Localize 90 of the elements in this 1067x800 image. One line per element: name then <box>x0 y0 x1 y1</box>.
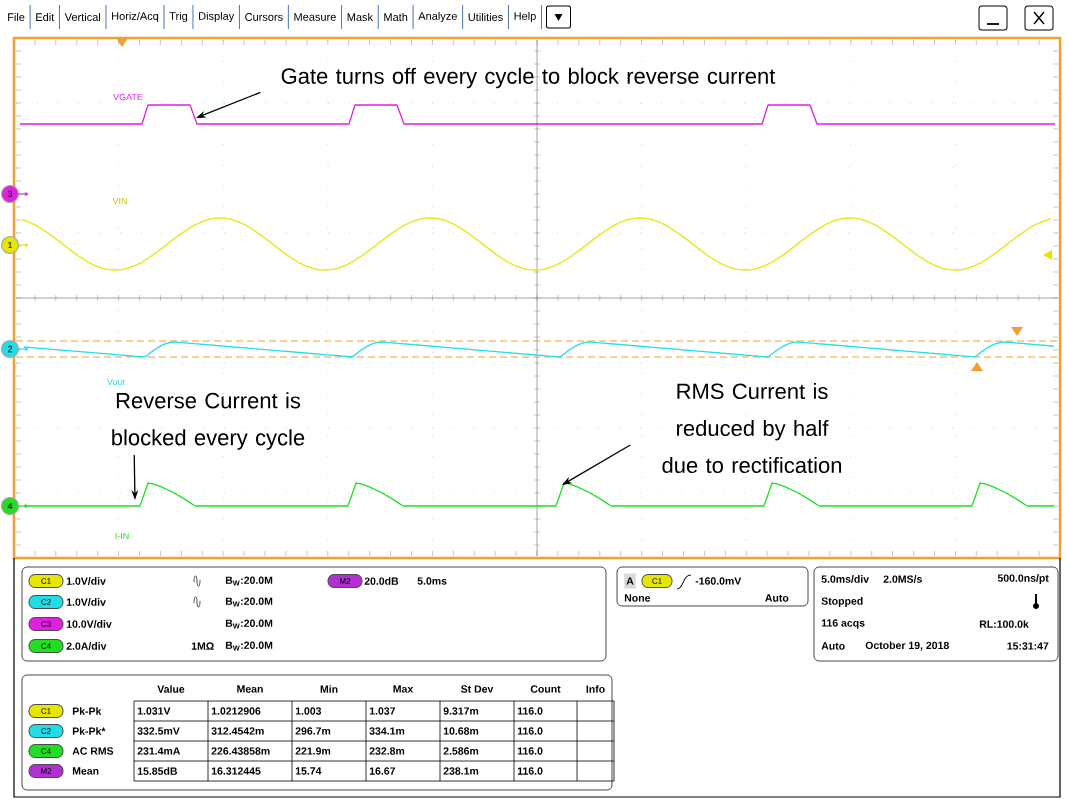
measurement-value: 16.67 <box>369 767 395 775</box>
measurement-name: Mean <box>72 767 99 775</box>
menu-item: Math <box>384 12 408 22</box>
measurement-name: AC RMS <box>72 747 114 755</box>
acquisition-info: RL:100.0k <box>979 620 1029 628</box>
acquisition-info: 500.0ns/pt <box>997 574 1049 584</box>
trigger-setting: Auto <box>765 594 789 602</box>
menu-item: Vertical <box>64 12 100 22</box>
measurement-value: 116.0 <box>517 727 543 735</box>
measurement-name: Pk-Pk* <box>72 727 106 735</box>
setting-value: B$_{W}$:20.0M <box>225 619 273 629</box>
trigger-source-label: A <box>624 573 636 589</box>
channel-label: VIN <box>112 197 127 205</box>
measurement-value: 334.1m <box>369 727 405 735</box>
channel-badge: M2 <box>28 764 64 778</box>
trigger-setting: -160.0mV <box>695 577 742 585</box>
column-header: Mean <box>237 685 263 693</box>
column-header: St Dev <box>460 685 494 693</box>
measurement-value: 296.7m <box>295 727 331 735</box>
menu-item: Analyze <box>418 11 457 23</box>
measurement-value: 1.003 <box>295 707 322 715</box>
menu-item: Utilities <box>468 12 503 22</box>
measurement-value: 238.1m <box>443 767 479 775</box>
setting-value: B$_{W}$:20.0M <box>225 641 273 651</box>
measurement-value: 332.5mV <box>137 727 180 735</box>
menu-item: Display <box>199 11 235 23</box>
setting-value: B$_{W}$:20.0M <box>225 576 273 586</box>
column-header: Count <box>530 685 561 693</box>
menu-item: File <box>8 12 25 22</box>
channel-label: I-IN <box>115 532 129 540</box>
acquisition-info: Stopped <box>821 597 863 607</box>
setting-value: 2.0A/div <box>66 642 107 650</box>
channel-badge: M2 <box>327 574 363 588</box>
menu-item: Trig <box>169 11 188 23</box>
annotation-text: Gate turns off every cycle to block reverse current <box>281 67 776 89</box>
channel-badge: C4 <box>28 744 64 758</box>
acquisition-info: Auto <box>821 642 845 650</box>
measurement-value: 232.8m <box>369 747 405 755</box>
measurement-name: Pk-Pk <box>72 707 102 715</box>
annotation-text: Reverse Current is blocked every cycle <box>112 392 305 450</box>
menu-item: Cursors <box>245 13 283 21</box>
measurement-value: 9.317m <box>443 707 479 715</box>
measurement-value: 231.4mA <box>137 747 181 755</box>
waveform <box>23 482 1055 507</box>
setting-value: 1MΩ <box>191 642 214 650</box>
acquisition-info: October 19, 2018 <box>865 641 949 651</box>
setting-value: B$_{W}$:20.0M <box>225 597 273 607</box>
trigger-setting: None <box>624 594 651 602</box>
measurement-value: 1.031V <box>137 707 171 715</box>
acquisition-info: 5.0ms/div <box>821 575 869 583</box>
measurement-value: 2.586m <box>443 747 479 755</box>
column-header: Max <box>393 685 414 693</box>
measurement-value: 1.037 <box>369 707 395 715</box>
menu-item: Help <box>514 11 536 23</box>
channel-badge: C1 <box>28 574 64 588</box>
column-header: Min <box>320 685 338 693</box>
channel-badge: C1 <box>641 574 673 588</box>
setting-value: 20.0dB <box>364 577 399 585</box>
measurement-value: 1.0212906 <box>211 707 261 715</box>
setting-value: 5.0ms <box>417 577 447 585</box>
channel-label: Vout <box>107 378 125 386</box>
waveform <box>19 104 1056 125</box>
menu-item: Measure <box>294 13 336 21</box>
measurement-value: 116.0 <box>517 707 543 715</box>
measurement-value: 221.9m <box>295 747 331 755</box>
channel-badge: C1 <box>28 704 64 718</box>
acquisition-info: 2.0MS/s <box>883 575 922 583</box>
channel-badge: C2 <box>28 724 64 738</box>
annotation-text: RMS Current is reduced by half due to rectification <box>662 382 842 474</box>
measurement-value: 16.312445 <box>211 767 261 775</box>
measurement-value: 226.43858m <box>211 747 270 755</box>
measurement-value: 116.0 <box>517 767 543 775</box>
column-header: Value <box>157 685 185 693</box>
acquisition-info: 15:31:47 <box>1007 642 1049 650</box>
measurement-value: 15.85dB <box>137 767 177 775</box>
channel-badge: C4 <box>28 639 64 653</box>
setting-value: 1.0V/div <box>66 598 106 606</box>
menu-item: Horiz/Acq <box>112 11 159 23</box>
column-header: Info <box>586 685 605 693</box>
setting-value: 1.0V/div <box>66 577 106 585</box>
menu-item: Edit <box>36 12 55 22</box>
menu-item: Mask <box>347 12 374 22</box>
measurement-value: 10.68m <box>443 727 479 735</box>
channel-badge: C3 <box>28 617 64 631</box>
acquisition-info: 116 acqs <box>821 619 865 629</box>
setting-value: 10.0V/div <box>66 620 112 628</box>
channel-badge: C2 <box>28 595 64 609</box>
measurement-value: 15.74 <box>295 767 322 775</box>
measurement-value: 312.4542m <box>211 727 264 735</box>
measurement-value: 116.0 <box>517 747 543 755</box>
